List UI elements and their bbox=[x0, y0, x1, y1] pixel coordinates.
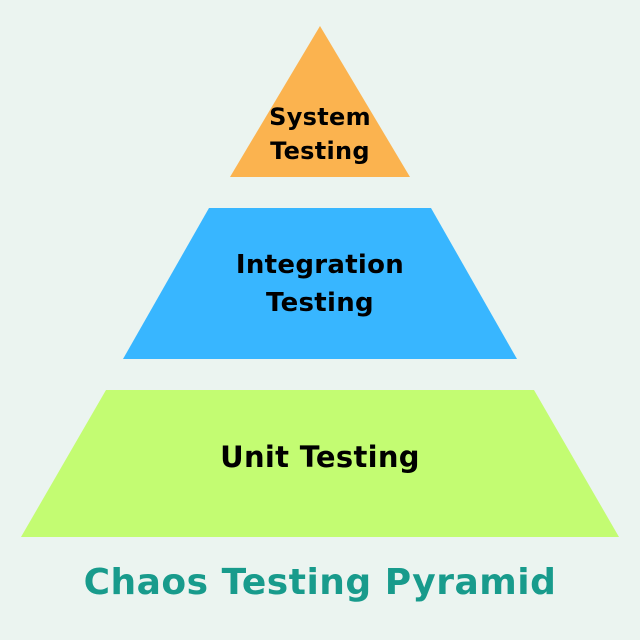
integration-testing-label-line1: Integration bbox=[235, 250, 405, 280]
unit-testing-trapezoid bbox=[21, 390, 619, 537]
integration-testing-label-line2: Testing bbox=[266, 288, 374, 318]
system-testing-label: System Testing bbox=[0, 100, 640, 168]
unit-testing-label-line1: Unit Testing bbox=[220, 440, 420, 474]
system-testing-label-line1: System bbox=[269, 103, 371, 131]
unit-testing-label: Unit Testing bbox=[0, 439, 640, 475]
diagram-title: Chaos Testing Pyramid bbox=[83, 562, 557, 603]
integration-testing-trapezoid bbox=[123, 208, 517, 359]
integration-testing-label: Integration Testing bbox=[0, 246, 640, 322]
system-testing-label-line2: Testing bbox=[270, 137, 370, 165]
system-testing-triangle bbox=[230, 26, 410, 177]
